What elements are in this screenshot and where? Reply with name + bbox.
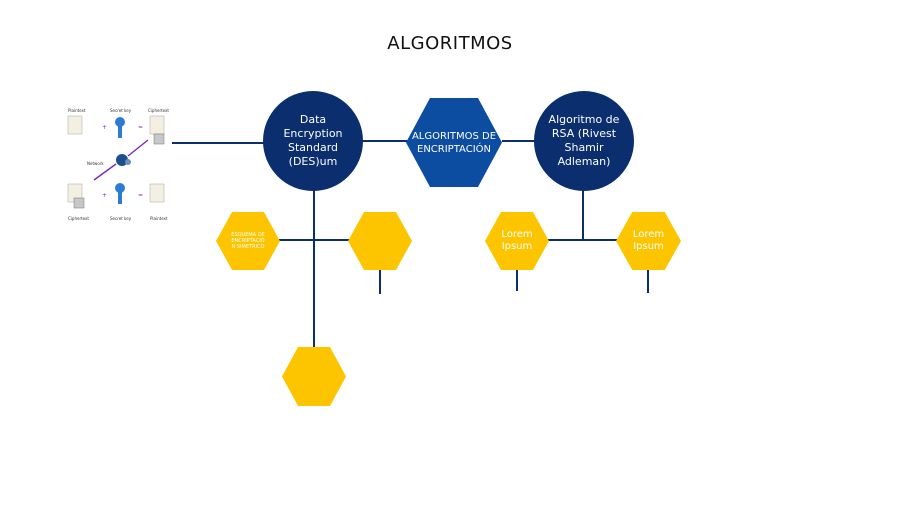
- svg-text:+: +: [102, 124, 107, 131]
- encryption-flow-image: + = + =: [67, 115, 165, 209]
- svg-text:=: =: [138, 192, 143, 199]
- rsa-node-label: Algoritmo de RSA (Rivest Shamir Adleman): [548, 113, 620, 168]
- des-child-left-label: ESQUEMA DE ENCRIPTACIÓ N SIMETRICO: [231, 232, 265, 250]
- rsa-child-left-label: Lorem Ipsum: [501, 229, 533, 252]
- center-node-label: ALGORITMOS DE ENCRIPTACIÓN: [411, 130, 497, 155]
- svg-text:=: =: [138, 124, 143, 131]
- symmetric-encryption-illustration: + = + = Plaintext Secret key Ciphertext …: [62, 104, 176, 226]
- svg-text:+: +: [102, 192, 107, 199]
- plaintext-top-label: Plaintext: [68, 108, 86, 113]
- page-title: ALGORITMOS: [387, 33, 513, 54]
- des-node[interactable]: Data Encryption Standard (DES)um: [263, 91, 363, 191]
- rsa-node[interactable]: Algoritmo de RSA (Rivest Shamir Adleman): [534, 91, 634, 191]
- secret-key-bottom-label: Secret key: [110, 216, 132, 221]
- des-node-label: Data Encryption Standard (DES)um: [283, 113, 343, 168]
- network-label: Network: [87, 161, 104, 166]
- plaintext-bottom-label: Plaintext: [150, 216, 168, 221]
- ciphertext-top-label: Ciphertext: [148, 108, 169, 113]
- secret-key-top-label: Secret key: [110, 108, 132, 113]
- ciphertext-bottom-label: Ciphertext: [68, 216, 89, 221]
- rsa-child-right-label: Lorem Ipsum: [632, 229, 665, 252]
